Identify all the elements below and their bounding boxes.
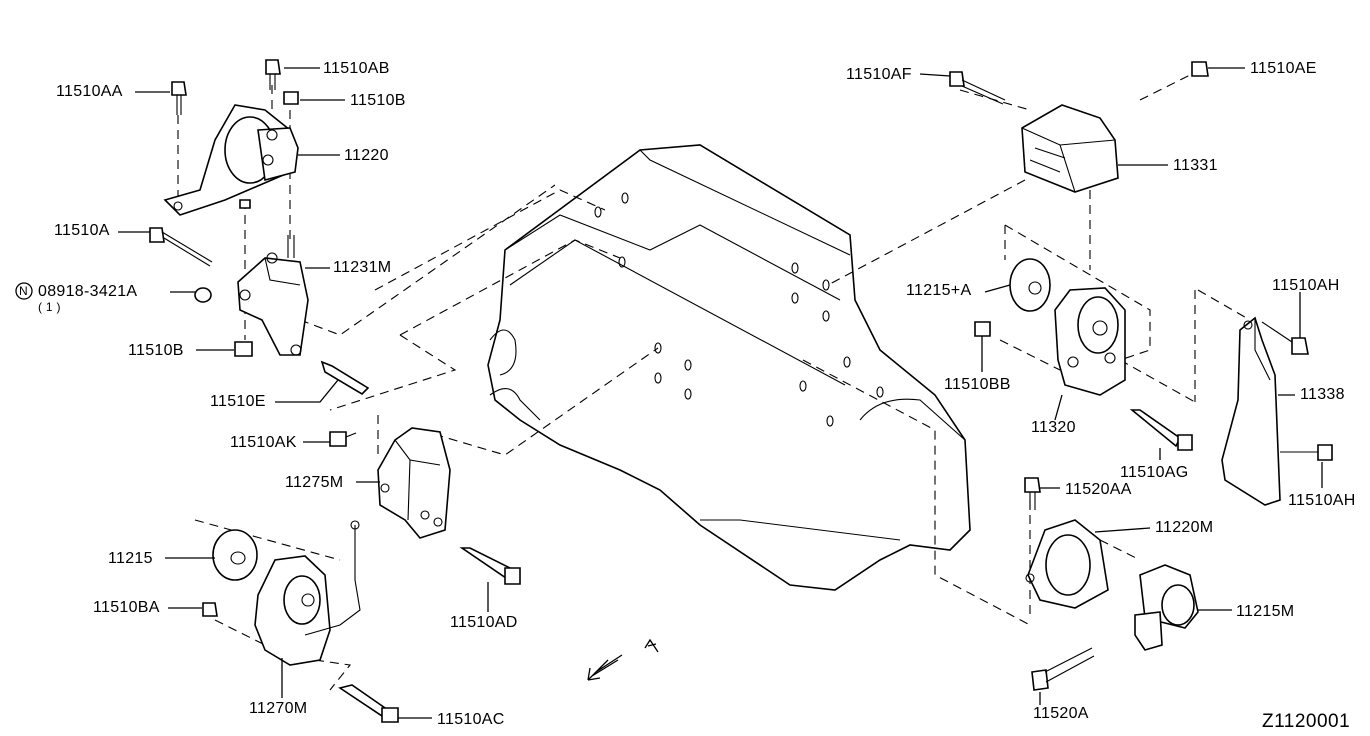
label-08918-qty: ( 1 ) (38, 300, 61, 314)
leader-lines (118, 67, 1323, 719)
label-11520AA: 11520AA (1065, 481, 1132, 498)
label-11220M: 11220M (1155, 519, 1214, 536)
label-11331: 11331 (1173, 157, 1218, 174)
label-11510A: 11510A (54, 222, 110, 239)
assembly-lines (177, 74, 1251, 691)
label-08918-3421A: 08918-3421A (38, 283, 138, 300)
label-11320: 11320 (1031, 419, 1076, 436)
bolts-top-left (149, 59, 370, 396)
reference-code: Z1120001 (1262, 711, 1351, 732)
label-11510AA: 11510AA (56, 83, 123, 100)
label-11510E: 11510E (210, 393, 266, 410)
label-11215-A: 11215+A (906, 282, 972, 299)
label-11520A: 11520A (1033, 705, 1089, 722)
mount-11220 (163, 104, 299, 216)
label-11338: 11338 (1300, 386, 1345, 403)
mount-11220M (1024, 477, 1109, 609)
label-11510AH-top: 11510AH (1272, 277, 1340, 294)
n-symbol-text: N (19, 284, 28, 298)
mount-11320 (974, 258, 1193, 451)
label-11510BB: 11510BB (944, 376, 1011, 393)
n-symbol-circle (15, 282, 33, 300)
bracket-11338 (1221, 316, 1333, 506)
label-11510BA: 11510BA (93, 599, 160, 616)
label-11510AC: 11510AC (437, 711, 505, 728)
label-11215M: 11215M (1236, 603, 1295, 620)
label-11510AE: 11510AE (1250, 60, 1317, 77)
label-11510AG: 11510AG (1120, 464, 1189, 481)
label-11220: 11220 (344, 147, 389, 164)
label-11231M: 11231M (333, 259, 392, 276)
front-direction-arrow-icon (587, 638, 659, 681)
label-11270M: 11270M (249, 700, 308, 717)
label-11275M: 11275M (285, 474, 344, 491)
mount-11215M (1031, 564, 1199, 691)
label-11510AF: 11510AF (846, 66, 912, 83)
label-11215: 11215 (108, 550, 153, 567)
label-11510AB: 11510AB (323, 60, 390, 77)
bracket-11275M (329, 427, 521, 585)
engine-block (487, 144, 971, 591)
label-11510AK: 11510AK (230, 434, 297, 451)
mount-11270M (202, 520, 399, 723)
label-11510AD: 11510AD (450, 614, 518, 631)
bracket-11231M (237, 252, 309, 356)
label-11510B-top: 11510B (350, 92, 406, 109)
label-11510AH-bottom: 11510AH (1288, 492, 1356, 509)
mount-11331 (949, 61, 1209, 193)
label-11510B-bottom: 11510B (128, 342, 184, 359)
